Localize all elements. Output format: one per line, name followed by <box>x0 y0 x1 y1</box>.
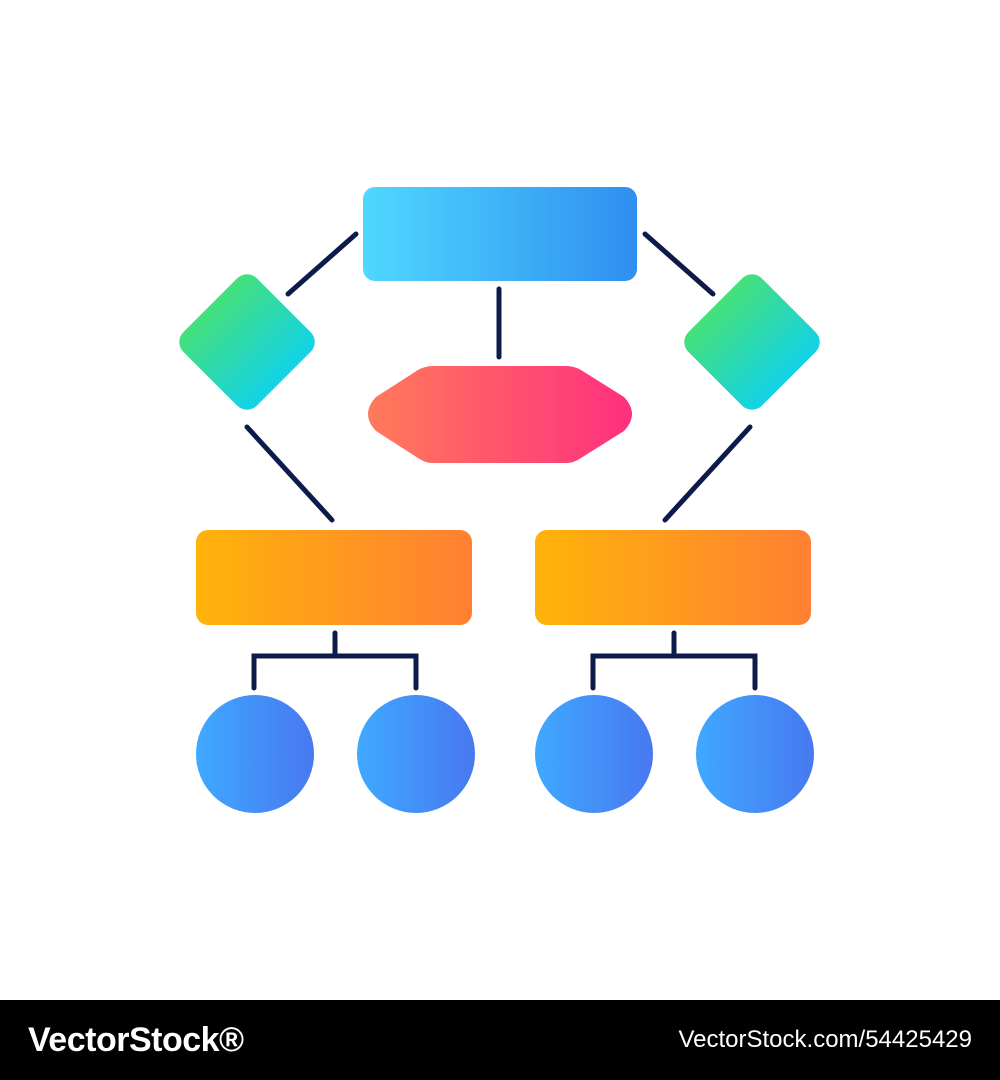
flowchart-diagram <box>179 187 820 813</box>
flowchart-illustration <box>179 187 820 813</box>
terminal-circle-3 <box>535 695 653 813</box>
right-decision-diamond <box>684 274 820 410</box>
terminal-circle-2 <box>357 695 475 813</box>
center-hexagon <box>368 366 632 463</box>
brand-logo: VectorStock® <box>28 1020 244 1059</box>
left-decision-diamond <box>179 274 315 410</box>
connector-left-diamond-to-left-box <box>244 424 335 523</box>
right-process-box <box>535 530 811 625</box>
connector-lines <box>244 231 758 691</box>
connector-top-to-right-diamond <box>642 231 716 297</box>
image-id-text: VectorStock.com/54425429 <box>678 1026 972 1053</box>
terminal-circle-4 <box>696 695 814 813</box>
connector-right-diamond-to-right-box <box>662 424 753 523</box>
connector-top-to-left-diamond <box>285 231 359 297</box>
connector-left-box-to-circles <box>251 653 419 691</box>
left-process-box <box>196 530 472 625</box>
top-process-box <box>363 187 637 281</box>
connector-right-box-to-circles <box>590 653 758 691</box>
watermark-footer: VectorStock® VectorStock.com/54425429 <box>0 1000 1000 1080</box>
terminal-circle-1 <box>196 695 314 813</box>
